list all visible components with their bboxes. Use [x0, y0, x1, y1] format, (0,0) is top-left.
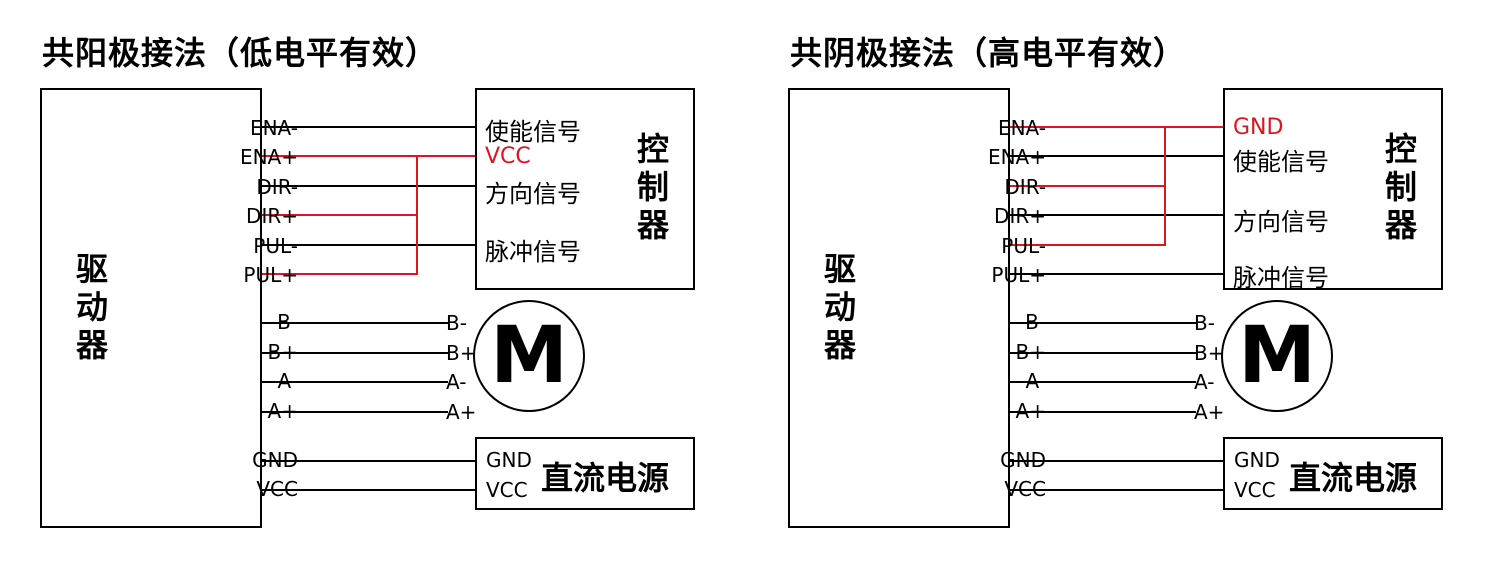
pin-dir-minus: DIR-: [256, 175, 298, 199]
stepper-motor: M: [473, 300, 585, 412]
pin-a-plus: A+: [267, 399, 298, 423]
pin-b-minus: B-: [277, 310, 298, 334]
diagram-title: 共阴极接法（高电平有效）: [790, 34, 1187, 72]
driver-label: 驱 动 器: [75, 250, 108, 364]
controller-label: 控 制 器: [1384, 130, 1417, 244]
wire-gnd: [1010, 460, 1223, 462]
signal-pulse: 脉冲信号: [1233, 264, 1329, 292]
wire-pul-plus: [1010, 273, 1223, 275]
psu-pin-vcc: VCC: [1234, 478, 1276, 502]
motor-pin-b-plus: B+: [446, 341, 477, 365]
wire-ena-plus: [262, 155, 475, 157]
psu-pin-gnd: GND: [1234, 448, 1280, 472]
signal-gnd: GND: [1233, 115, 1284, 140]
diagram-title: 共阳极接法（低电平有效）: [42, 34, 439, 72]
common-cathode-panel: 共阴极接法（高电平有效） 驱 动 器 ENA- ENA+ DIR- DIR+ P…: [748, 0, 1501, 564]
wire-a-plus: [262, 411, 448, 413]
pin-ena-minus: ENA-: [997, 116, 1046, 140]
wire-dir-plus: [1010, 214, 1223, 216]
motor-pin-a-minus: A-: [446, 370, 467, 394]
wire-dir-minus: [262, 185, 475, 187]
dc-power-supply-box: GND VCC 直流电源: [1223, 437, 1443, 510]
common-anode-panel: 共阳极接法（低电平有效） 驱 动 器 ENA- ENA+ DIR- DIR+ P…: [40, 34, 695, 528]
motor-label: M: [490, 311, 568, 401]
signal-pulse: 脉冲信号: [485, 238, 581, 266]
pin-gnd: GND: [252, 448, 298, 472]
wire-ena-minus: [1010, 126, 1223, 128]
pin-b-minus: B-: [1025, 310, 1046, 334]
wire-dir-plus: [262, 214, 417, 216]
wire-dir-minus: [1010, 185, 1165, 187]
pin-vcc: VCC: [256, 477, 298, 501]
signal-enable: 使能信号: [485, 118, 581, 146]
pin-pul-plus: PUL+: [243, 263, 298, 287]
pin-a-minus: A-: [277, 369, 298, 393]
controller-box: 使能信号 VCC 方向信号 脉冲信号 控 制 器: [475, 88, 695, 290]
pin-vcc: VCC: [1004, 477, 1046, 501]
motor-pin-b-minus: B-: [1194, 311, 1215, 335]
signal-enable: 使能信号: [1233, 148, 1329, 176]
wire-b-minus: [262, 322, 448, 324]
pin-gnd: GND: [1000, 448, 1046, 472]
stepper-motor: M: [1221, 300, 1333, 412]
pin-b-plus: B+: [1015, 340, 1046, 364]
motor-pin-a-minus: A-: [1194, 370, 1215, 394]
wire-gnd: [262, 460, 475, 462]
pin-ena-minus: ENA-: [249, 116, 298, 140]
wire-vcc: [262, 489, 475, 491]
controller-label: 控 制 器: [636, 130, 669, 244]
motor-pin-b-minus: B-: [446, 311, 467, 335]
signal-vcc: VCC: [485, 144, 531, 169]
driver-box: 驱 动 器 ENA- ENA+ DIR- DIR+ PUL- PUL+ B- B…: [788, 88, 1046, 528]
pin-pul-minus: PUL-: [253, 234, 298, 258]
wire-ena-minus: [262, 126, 475, 128]
wire-b-plus: [262, 352, 448, 354]
pin-pul-plus: PUL+: [991, 263, 1046, 287]
wire-b-plus: [1010, 352, 1196, 354]
pin-dir-plus: DIR+: [994, 204, 1046, 228]
signal-direction: 方向信号: [1233, 208, 1329, 236]
wire-pul-plus: [262, 273, 417, 275]
driver-label: 驱 动 器: [823, 250, 856, 364]
pin-dir-minus: DIR-: [1004, 175, 1046, 199]
psu-pin-gnd: GND: [486, 448, 532, 472]
wire-a-minus: [262, 381, 448, 383]
common-gnd-bus: [1164, 126, 1166, 246]
psu-title: 直流电源: [541, 459, 670, 497]
motor-pin-b-plus: B+: [1194, 341, 1225, 365]
wire-b-minus: [1010, 322, 1196, 324]
pin-a-plus: A+: [1015, 399, 1046, 423]
psu-title: 直流电源: [1289, 459, 1418, 497]
pin-ena-plus: ENA+: [239, 145, 298, 169]
wire-pul-minus: [1010, 244, 1165, 246]
wire-a-plus: [1010, 411, 1196, 413]
common-vcc-bus: [416, 155, 418, 275]
dc-power-supply-box: GND VCC 直流电源: [475, 437, 695, 510]
pin-b-plus: B+: [267, 340, 298, 364]
wire-ena-plus: [1010, 155, 1223, 157]
signal-direction: 方向信号: [485, 180, 581, 208]
driver-box: 驱 动 器 ENA- ENA+ DIR- DIR+ PUL- PUL+ B- B…: [40, 88, 298, 528]
psu-pin-vcc: VCC: [486, 478, 528, 502]
motor-pin-a-plus: A+: [446, 400, 477, 424]
controller-box: GND 使能信号 方向信号 脉冲信号 控 制 器: [1223, 88, 1443, 292]
wire-pul-minus: [262, 244, 475, 246]
pin-dir-plus: DIR+: [246, 204, 298, 228]
wire-vcc: [1010, 489, 1223, 491]
motor-label: M: [1238, 311, 1316, 401]
pin-a-minus: A-: [1025, 369, 1046, 393]
pin-pul-minus: PUL-: [1001, 234, 1046, 258]
pin-ena-plus: ENA+: [987, 145, 1046, 169]
motor-pin-a-plus: A+: [1194, 400, 1225, 424]
wire-a-minus: [1010, 381, 1196, 383]
